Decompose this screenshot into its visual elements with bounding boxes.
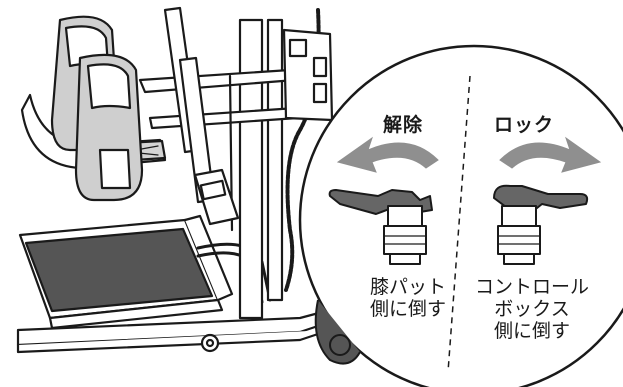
lock-caption-line: コントロール <box>474 276 589 298</box>
rotate-clockwise-arrow-icon <box>499 136 602 173</box>
release-lever-figure <box>328 189 433 265</box>
release-caption: 膝パット 側に倒す <box>360 276 456 320</box>
lock-caption: コントロール ボックス 側に倒す <box>462 276 602 342</box>
walking-assist-machine <box>16 6 342 354</box>
release-heading: 解除 <box>383 114 424 136</box>
lock-heading: ロック <box>494 114 555 136</box>
lock-caption-line: 側に倒す <box>493 320 570 342</box>
divider-line <box>447 75 471 373</box>
magnified-callout <box>298 44 623 387</box>
release-caption-line: 側に倒す <box>369 298 446 320</box>
lock-caption-line: ボックス <box>494 298 570 320</box>
release-caption-line: 膝パット <box>369 276 446 298</box>
lock-lever-figure <box>493 184 589 265</box>
rotate-counterclockwise-arrow-icon <box>336 136 439 173</box>
